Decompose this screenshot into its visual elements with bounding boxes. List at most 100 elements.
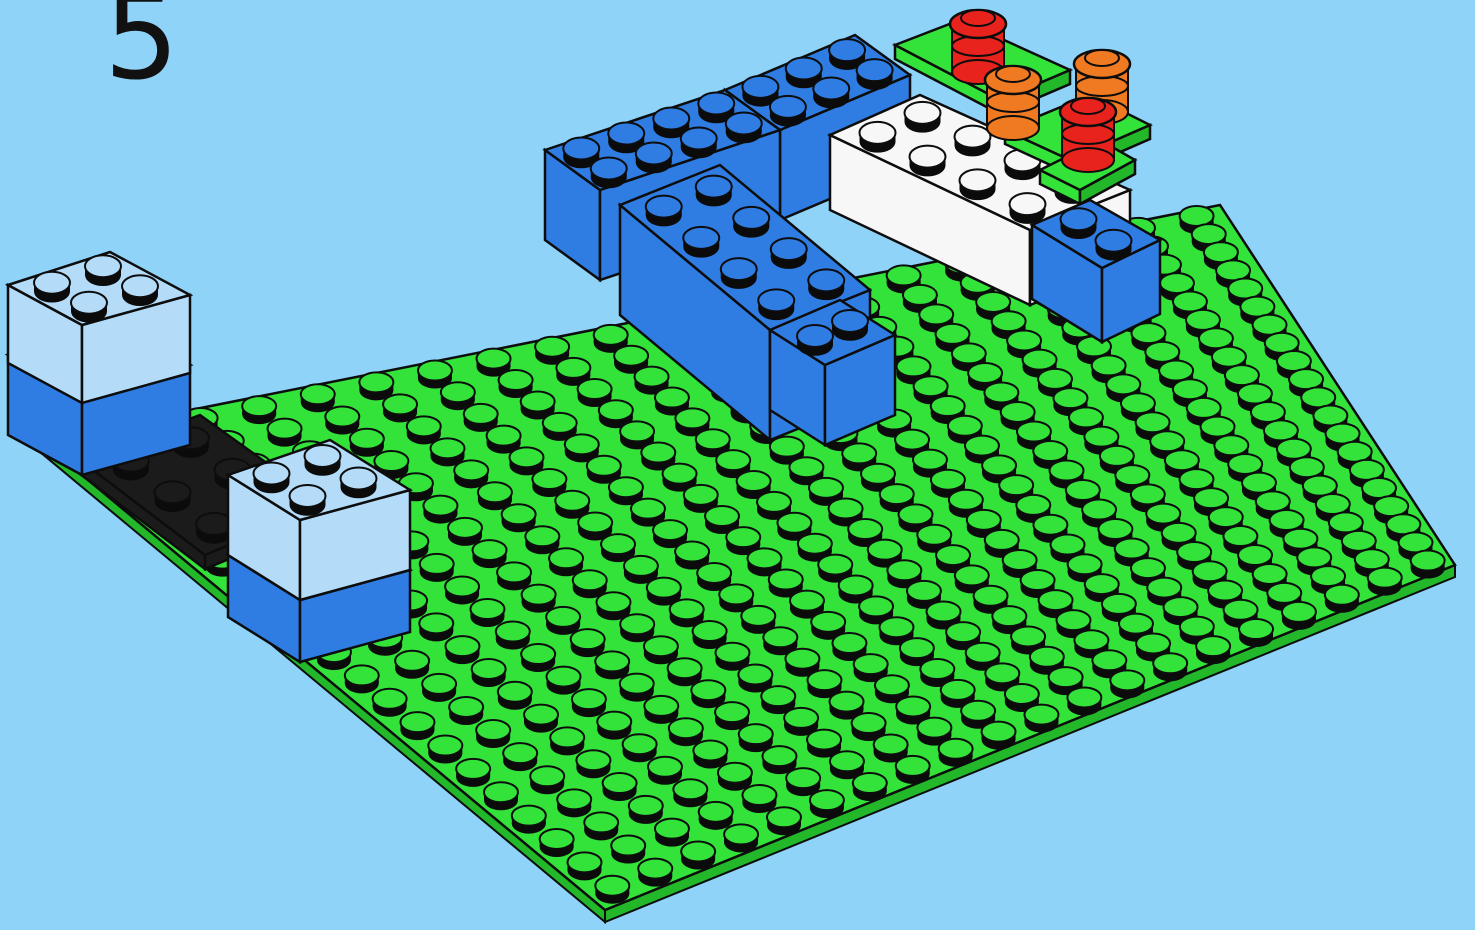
blue-brick-back-a-stud [786,58,822,80]
baseplate-stud [719,584,753,604]
baseplate-stud [565,434,599,454]
baseplate-stud [1316,494,1350,514]
baseplate-stud [540,829,574,849]
baseplate-stud [757,492,791,512]
baseplate-stud [941,680,975,700]
baseplate-stud [521,644,555,664]
blue-small-brick-stud [1096,230,1132,252]
baseplate-stud [1338,442,1372,462]
baseplate-stud [861,464,895,484]
baseplate-stud [603,773,637,793]
baseplate-stud [810,790,844,810]
baseplate-stud [747,548,781,568]
baseplate-stud [853,773,887,793]
baseplate-stud [1212,347,1246,367]
baseplate-stud [1039,590,1073,610]
baseplate-stud [854,654,888,674]
stack-left-upper-stud [122,275,158,297]
baseplate-stud [830,751,864,771]
baseplate-stud [395,651,429,671]
baseplate-stud [948,416,982,436]
baseplate-stud [430,438,464,458]
baseplate-stud [807,670,841,690]
baseplate-stud [879,617,913,637]
baseplate-stud [445,576,479,596]
baseplate-stud [1119,614,1153,634]
baseplate-stud [1368,568,1402,588]
baseplate-stud [1110,670,1144,690]
baseplate-stud [1051,535,1085,555]
baseplate-stud [1136,633,1170,653]
baseplate-stud [1199,328,1233,348]
baseplate-stud [1265,333,1299,353]
baseplate-stud [584,812,618,832]
blue-brick-back-a-stud [813,78,849,100]
blue-brick-back-b-stud [563,138,599,160]
baseplate-stud [896,696,930,716]
baseplate-stud [1253,315,1287,335]
baseplate-stud [1074,630,1108,650]
light-blue-on-blue-stack-left [8,252,190,475]
baseplate-stud [478,482,512,502]
baseplate-stud [1303,476,1337,496]
round-red-b-cap [1071,98,1105,114]
baseplate-stud [1313,405,1347,425]
baseplate-stud [718,763,752,783]
baseplate-stud [1204,242,1238,262]
baseplate-stud [848,519,882,539]
baseplate-stud [852,713,886,733]
baseplate-stud [1240,297,1274,317]
stack-front-upper-stud [305,445,341,467]
blue-brick-front-a-stud [646,196,682,218]
baseplate-stud [1216,260,1250,280]
baseplate-stud [449,697,483,717]
baseplate-stud [1068,554,1102,574]
baseplate-stud [609,477,643,497]
baseplate-stud [597,712,631,732]
baseplate-stud [599,400,633,420]
baseplate-stud [1223,526,1257,546]
baseplate-stud [1092,355,1126,375]
baseplate-stud [914,376,948,396]
baseplate-stud [1147,578,1181,598]
baseplate-stud [761,686,795,706]
baseplate-stud [614,346,648,366]
baseplate-stud [624,556,658,576]
baseplate-stud [931,470,965,490]
baseplate-stud [726,527,760,547]
baseplate-stud [1150,431,1184,451]
baseplate-stud [1224,600,1258,620]
baseplate-stud [594,325,628,345]
blue-brick-front-a-stud [721,258,757,280]
baseplate-stud [1102,594,1136,614]
baseplate-stud [620,614,654,634]
baseplate-stud [696,429,730,449]
blue-brick-front-b-stud [797,325,833,347]
baseplate-stud [400,712,434,732]
baseplate-stud [1301,387,1335,407]
blue-small-brick-stud [1061,208,1097,230]
baseplate-stud [1066,480,1100,500]
baseplate-stud [896,756,930,776]
baseplate-stud [1115,539,1149,559]
baseplate-stud [1201,417,1235,437]
baseplate-stud [767,807,801,827]
baseplate-stud [668,658,702,678]
baseplate-stud [673,779,707,799]
baseplate-stud [571,629,605,649]
baseplate-stud [1153,653,1187,673]
baseplate-stud [503,743,537,763]
baseplate-stud [1115,465,1149,485]
baseplate-stud [1399,532,1433,552]
baseplate-stud [578,379,612,399]
white-brick-stud [860,122,896,144]
baseplate-stud [1011,626,1045,646]
baseplate-stud [1049,667,1083,687]
baseplate-stud [1165,450,1199,470]
white-brick-stud [960,169,996,191]
baseplate-stud [448,518,482,538]
baseplate-stud [966,643,1000,663]
baseplate-stud [1162,523,1196,543]
baseplate-stud [1329,512,1363,532]
